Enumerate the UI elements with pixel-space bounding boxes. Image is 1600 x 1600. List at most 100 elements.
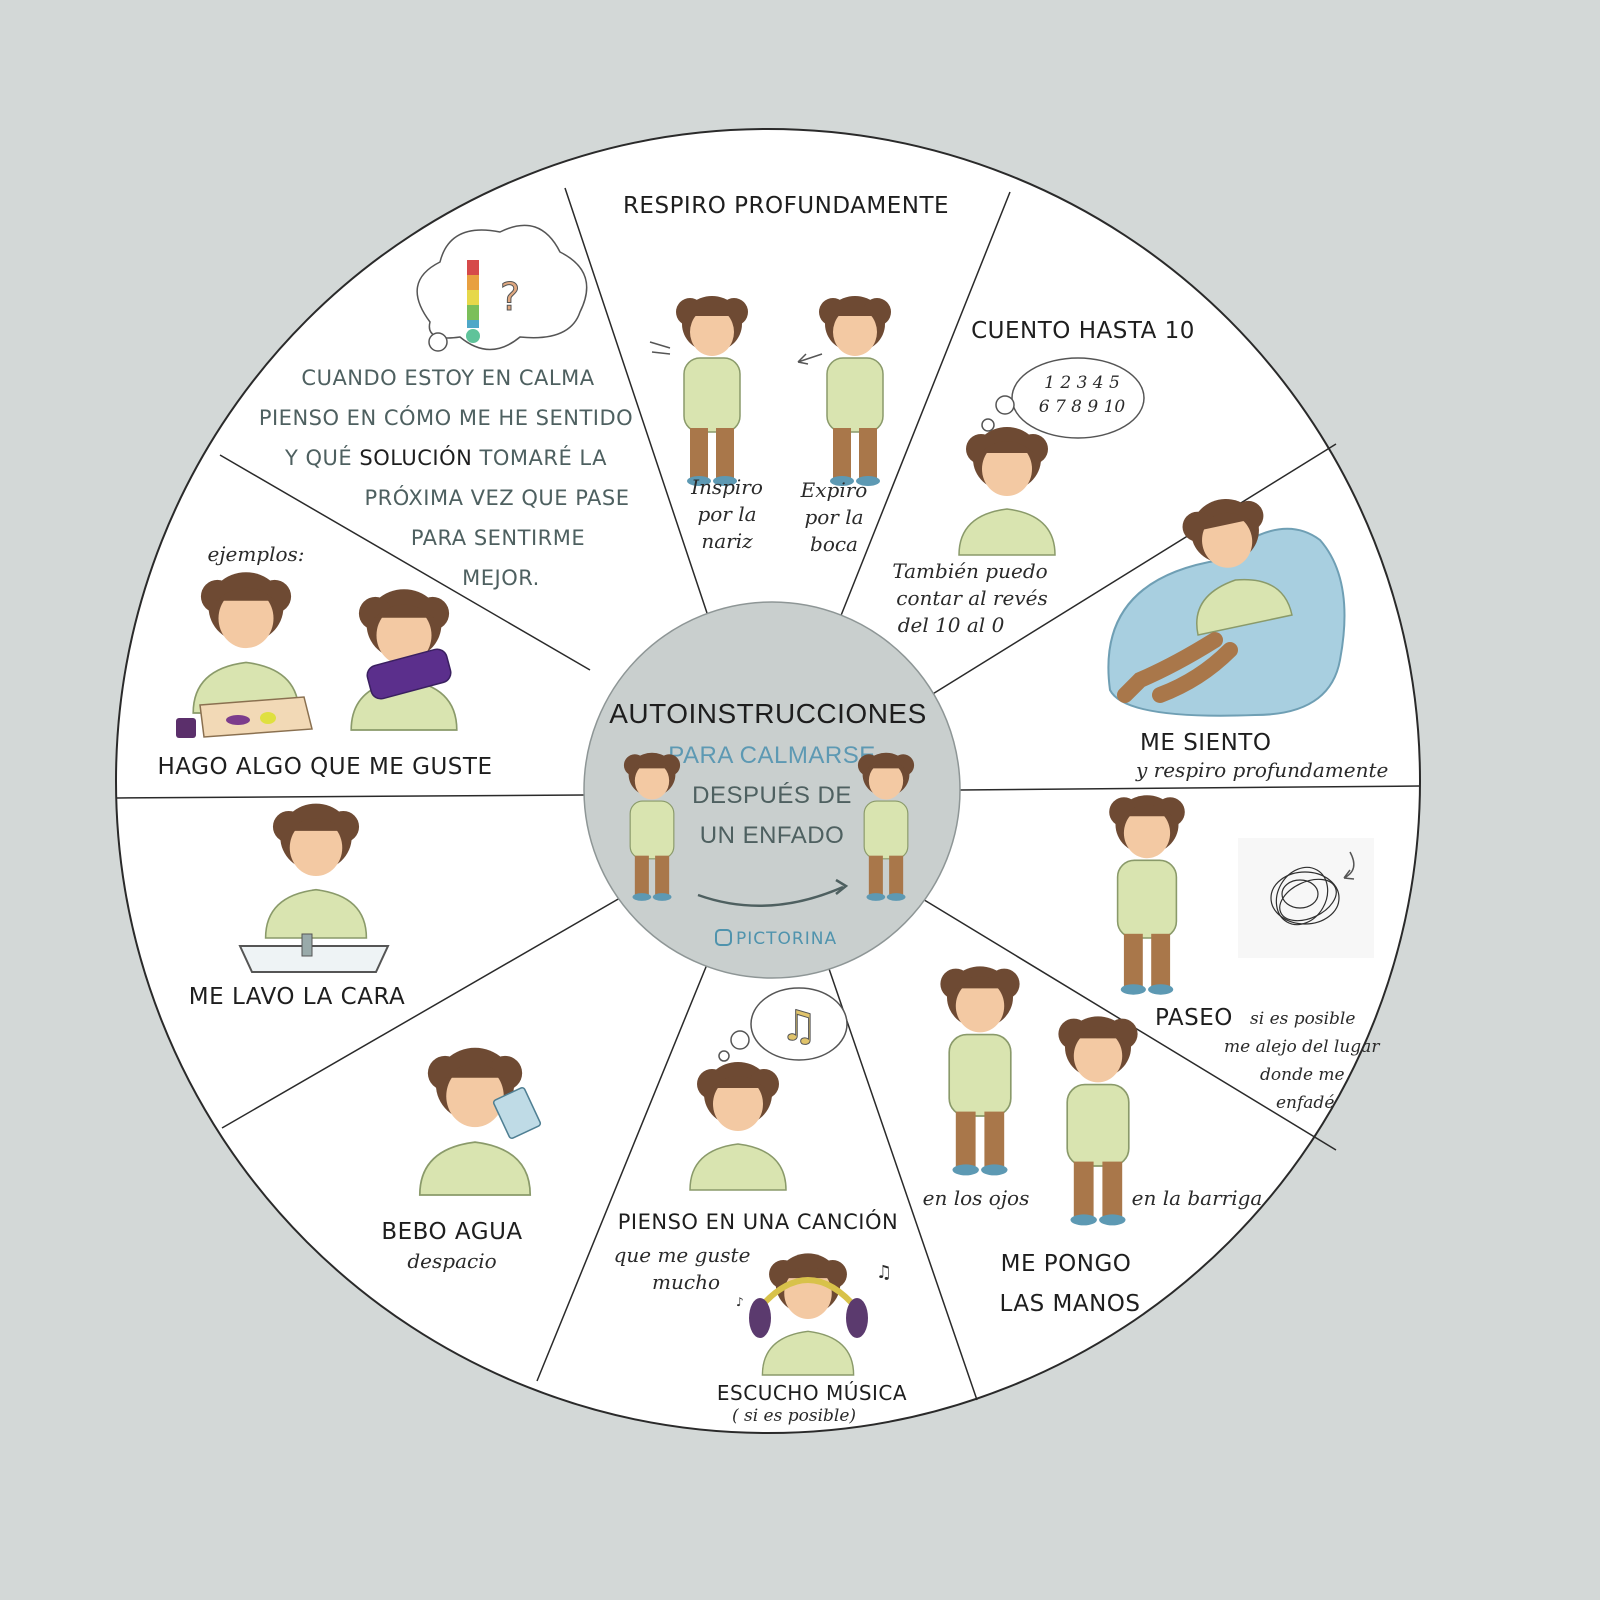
reflect-thought-cloud-icon (416, 224, 588, 351)
reflect-line4: PRÓXIMA VEZ QUE PASE (364, 485, 629, 510)
reflect-solution: SOLUCIÓN (359, 445, 472, 470)
sit-note: y respiro profundamente (1135, 758, 1388, 782)
exhale-line1: Expiro (800, 478, 868, 502)
center-line3: UN ENFADO (700, 822, 845, 849)
walk-title: PASEO (1155, 1005, 1233, 1031)
faucet-icon (301, 933, 313, 957)
segment-walk: PASEO si es posible me alejo del lugar d… (1108, 794, 1380, 1113)
sink-illustration (238, 945, 390, 973)
transition-arrow (697, 885, 844, 907)
music-thought-cloud-icon (750, 987, 848, 1061)
thought-cloud-icon (1011, 357, 1145, 439)
segment-count: CUENTO HASTA 10 1 2 3 4 5 6 7 8 9 10 Tam… (892, 318, 1195, 637)
reflect-bubble-small (428, 332, 448, 352)
thermometer-red (467, 260, 479, 275)
music-note-icon: ♫ (780, 1001, 818, 1050)
inhale-line2: por la (697, 502, 756, 526)
inhale-line3: nariz (701, 529, 753, 553)
segment-hands: en los ojos en la barriga ME PONGO LAS M… (923, 965, 1263, 1317)
headphone-left (749, 1298, 771, 1338)
thermometer-orange (467, 275, 479, 290)
hobby-title: HAGO ALGO QUE ME GUSTE (158, 754, 493, 780)
hands-belly-label: en la barriga (1132, 1186, 1263, 1210)
numbers-bottom: 6 7 8 9 10 (1039, 397, 1126, 417)
small-note-icon: ♫ (876, 1262, 892, 1283)
scribble-card (1238, 838, 1374, 958)
music-think-note-line2: mucho (652, 1270, 720, 1294)
reflect-line6: MEJOR. (462, 566, 540, 590)
music-think-note-line1: que me guste (614, 1243, 751, 1267)
music-bubble-tiny (718, 1050, 730, 1062)
walk-note-line2: me alejo del lugar (1224, 1037, 1380, 1057)
question-mark-icon: ? (500, 275, 520, 319)
thought-bubble-small (995, 395, 1015, 415)
air-out-icon (797, 353, 823, 365)
segment-reflect: ? CUANDO ESTOY EN CALMA PIENSO EN CÓMO M… (259, 224, 633, 590)
segment-hobby: ejemplos: HAGO ALGO QUE ME GUSTE (158, 542, 493, 780)
hobby-examples: ejemplos: (207, 542, 304, 566)
music-bubble-small (730, 1030, 750, 1050)
segment-face: ME LAVO LA CARA (189, 802, 406, 1010)
reflect-line5: PARA SENTIRME (411, 526, 585, 550)
breathe-title: RESPIRO PROFUNDAMENTE (623, 193, 949, 219)
walk-note-line3: donde me (1260, 1065, 1345, 1085)
thermometer-blue (467, 320, 479, 328)
count-note-line3: del 10 al 0 (898, 613, 1005, 637)
scribble-icon (1270, 866, 1340, 926)
thermometer-bulb (466, 329, 480, 343)
segment-sit: ME SIENTO y respiro profundamente (1107, 489, 1388, 782)
reflect-line1: CUANDO ESTOY EN CALMA (301, 366, 594, 390)
hands-title-line1: ME PONGO (1001, 1251, 1132, 1277)
water-glass-icon (492, 1087, 542, 1139)
paper-illustration (199, 696, 313, 738)
reflect-line3a: Y QUÉ (284, 445, 359, 470)
hands-eyes-label: en los ojos (923, 1186, 1030, 1210)
paint-splash-yellow-icon (260, 712, 276, 724)
music-note: ( si es posible) (732, 1406, 856, 1426)
center-title: AUTOINSTRUCCIONES (609, 698, 927, 729)
count-title: CUENTO HASTA 10 (971, 318, 1195, 344)
paint-jar-icon (176, 718, 196, 738)
thermometer-green (467, 305, 479, 320)
music-think-title: PIENSO EN UNA CANCIÓN (618, 1209, 898, 1234)
thermometer-yellow (467, 290, 479, 305)
water-note: despacio (407, 1249, 496, 1273)
walk-note-line1: si es posible (1250, 1009, 1355, 1029)
count-note-line2: contar al revés (896, 586, 1047, 610)
center-line2: DESPUÉS DE (692, 782, 852, 809)
count-note-line1: También puedo (892, 559, 1047, 583)
face-title: ME LAVO LA CARA (189, 984, 406, 1010)
brand-name: PICTORINA (736, 929, 837, 949)
sensory-bottle-icon (366, 648, 452, 700)
segment-water: BEBO AGUA despacio (381, 1046, 542, 1273)
reflect-line3: Y QUÉ SOLUCIÓN TOMARÉ LA (284, 445, 607, 470)
exhale-line3: boca (810, 532, 858, 556)
inhale-line1: Inspiro (690, 475, 763, 499)
thought-bubble-tiny (981, 418, 995, 432)
exhale-line2: por la (804, 505, 863, 529)
segment-breathe: RESPIRO PROFUNDAMENTE Inspiro por la nar… (623, 193, 949, 556)
hands-title-line2: LAS MANOS (1000, 1291, 1141, 1317)
walk-note-line4: enfadé (1276, 1093, 1334, 1113)
instagram-icon (715, 929, 732, 946)
air-in-icon (649, 341, 671, 355)
sitting-legs (1117, 632, 1238, 703)
music-title: ESCUCHO MÚSICA (717, 1381, 907, 1405)
center-subtitle: PARA CALMARSE (668, 742, 875, 769)
segment-dividers (116, 187, 1421, 1401)
reflect-line3c: TOMARÉ LA (472, 445, 607, 470)
tiny-note-icon: ♪ (736, 1295, 744, 1309)
numbers-top: 1 2 3 4 5 (1044, 373, 1120, 393)
center-disc (583, 601, 961, 979)
headphones-icon (755, 1277, 861, 1312)
sit-title: ME SIENTO (1140, 730, 1271, 756)
reflect-line2: PIENSO EN CÓMO ME HE SENTIDO (259, 405, 633, 430)
segment-music: ♫ PIENSO EN UNA CANCIÓN que me guste muc… (614, 987, 907, 1426)
arrow-head-icon (835, 878, 849, 895)
curved-arrow-icon (1343, 851, 1355, 880)
headphone-right (846, 1298, 868, 1338)
water-title: BEBO AGUA (381, 1219, 522, 1245)
center-content: AUTOINSTRUCCIONES PARA CALMARSE DESPUÉS … (609, 698, 927, 949)
paint-splash-icon (226, 715, 250, 725)
